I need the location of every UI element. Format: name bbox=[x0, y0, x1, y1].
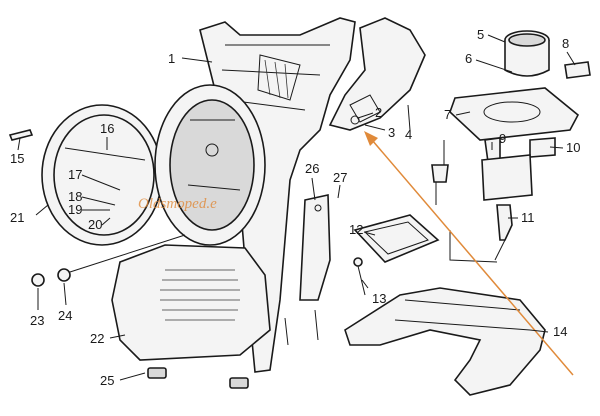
label-16: 16 bbox=[100, 121, 114, 136]
label-10: 10 bbox=[566, 140, 580, 155]
part-13-screw bbox=[353, 257, 366, 296]
leader-lines bbox=[17, 34, 576, 381]
label-8: 8 bbox=[562, 36, 569, 51]
part-small-clip bbox=[8, 129, 34, 141]
label-5: 5 bbox=[477, 27, 484, 42]
label-21: 21 bbox=[10, 210, 24, 225]
label-7: 7 bbox=[444, 107, 451, 122]
part-small-block bbox=[564, 61, 591, 79]
label-24: 24 bbox=[58, 308, 72, 323]
part-headlamp-reflector bbox=[154, 84, 266, 246]
part-26-bracket bbox=[299, 194, 331, 301]
label-26: 26 bbox=[305, 161, 319, 176]
label-17: 17 bbox=[68, 167, 82, 182]
label-15: 15 bbox=[10, 151, 24, 166]
cable bbox=[435, 140, 498, 263]
part-rod bbox=[64, 147, 146, 161]
label-3: 3 bbox=[388, 125, 395, 140]
watermark: Oldsmoped.e bbox=[138, 196, 217, 212]
label-6: 6 bbox=[465, 51, 472, 66]
label-27: 27 bbox=[333, 170, 347, 185]
label-1: 1 bbox=[168, 51, 175, 66]
label-9: 9 bbox=[499, 131, 506, 146]
label-23: 23 bbox=[30, 313, 44, 328]
part-housing-box bbox=[481, 154, 533, 201]
label-18: 18 bbox=[68, 189, 82, 204]
part-mudguard bbox=[344, 287, 546, 396]
label-22: 22 bbox=[90, 331, 104, 346]
cable-plug bbox=[431, 164, 449, 183]
label-2: 2 bbox=[375, 105, 382, 120]
part-clip bbox=[484, 137, 556, 163]
part-bracket bbox=[328, 17, 426, 131]
part-mounting-plate bbox=[449, 87, 580, 141]
label-12: 12 bbox=[349, 222, 363, 237]
part-square-plate bbox=[353, 214, 440, 263]
label-14: 14 bbox=[553, 324, 567, 339]
label-11: 11 bbox=[521, 210, 535, 225]
part-grille-cover bbox=[111, 244, 271, 361]
label-19: 19 bbox=[68, 202, 82, 217]
part-feet bbox=[147, 367, 249, 389]
part-cable-fitting bbox=[494, 204, 513, 261]
label-4: 4 bbox=[405, 127, 412, 142]
part-screws bbox=[284, 309, 319, 346]
part-bezel-ring bbox=[41, 104, 163, 246]
part-screw-nut bbox=[31, 234, 186, 287]
annotation-arrow bbox=[364, 131, 574, 376]
label-25: 25 bbox=[100, 373, 114, 388]
label-20: 20 bbox=[88, 217, 102, 232]
label-13: 13 bbox=[372, 291, 386, 306]
part-labels: 1 2 3 4 5 6 7 8 9 10 11 12 13 14 15 16 1… bbox=[10, 27, 580, 388]
part-speedometer-cup bbox=[504, 30, 550, 77]
